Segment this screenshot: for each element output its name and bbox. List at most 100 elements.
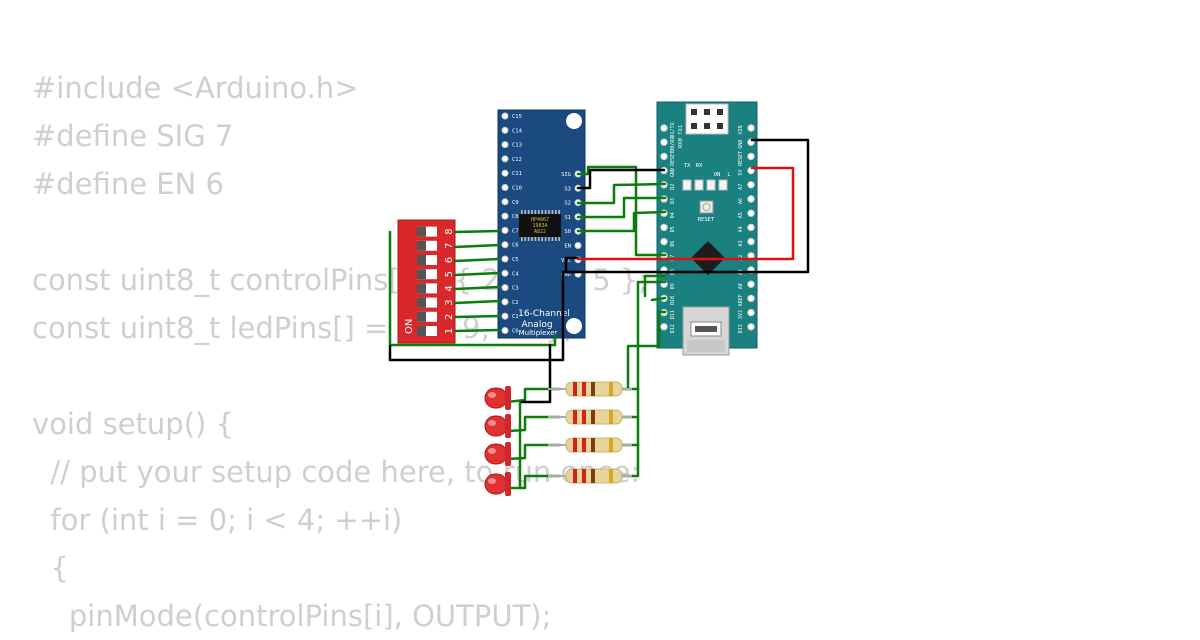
arduino-pin-label: D5 [670,226,676,232]
mux-pin[interactable] [501,226,509,234]
mux-pin-label: SIG [561,172,571,178]
code-line: // put your setup code here, to run once… [32,455,641,489]
arduino-pin-label: 3V3 [738,310,744,319]
mux-pin[interactable] [501,155,509,163]
status-led-label: L [727,172,731,178]
arduino-pin[interactable] [660,138,668,146]
arduino-pin[interactable] [747,308,755,317]
mux-pin[interactable] [501,112,509,120]
arduino-pin-label: A3 [738,241,744,247]
status-led-label: TX [684,163,691,169]
mux-pin-label: C10 [512,186,522,192]
code-line: #define EN 6 [32,167,224,201]
mux-pin[interactable] [501,255,509,263]
mux-pin-label: C1 [512,314,519,320]
mux-pin[interactable] [501,312,509,320]
mux-pin-label: C14 [512,128,523,134]
dip-toggle[interactable] [417,240,437,251]
led-red[interactable] [484,472,511,496]
arduino-pin-label: 5V [738,170,744,176]
mux-pin-label: C15 [512,114,522,120]
mux-title-line-1: 16-Channel [518,309,570,319]
arduino-pin[interactable] [747,152,755,161]
mux-pin-label: C13 [512,143,522,149]
mux-pin[interactable] [574,242,582,249]
arduino-pin[interactable] [747,124,755,132]
arduino-pin[interactable] [660,223,668,232]
arduino-top-label: RX0 TX1 [678,125,684,148]
dip-toggle[interactable] [417,226,437,237]
arduino-pin[interactable] [660,323,668,331]
resistor[interactable] [548,381,632,397]
usb-connector[interactable] [682,306,730,356]
arduino-pin-label: A5 [738,212,744,218]
mux-pin[interactable] [501,126,509,134]
arduino-pin-label: AREF [738,294,744,306]
mux-pin[interactable] [501,169,509,177]
mux-pin[interactable] [501,269,509,277]
mux-pin-label: C8 [512,214,519,220]
code-line: #include <Arduino.h> [32,71,359,105]
led-red[interactable] [484,414,511,438]
mux-pin-label: C3 [512,286,519,292]
arduino-pin[interactable] [660,237,668,246]
arduino-pin[interactable] [747,280,755,288]
mux-pin-label: C7 [512,228,519,234]
icsp-header [685,103,729,135]
mux-pin[interactable] [501,184,509,191]
resistor[interactable] [548,409,632,425]
mux-pin-label: EN [564,244,571,250]
mux-pin[interactable] [501,141,509,149]
resistor[interactable] [548,468,632,484]
dip-toggle[interactable] [417,326,437,336]
arduino-pin[interactable] [747,294,755,303]
dip-number: 5 [444,271,455,277]
mux-pin-label: S3 [564,186,571,192]
status-led-label: ON [714,172,721,178]
arduino-pin-label: A7 [738,184,744,190]
mux-pin[interactable] [501,327,509,334]
dip-toggle[interactable] [417,255,437,265]
mux-pin[interactable] [501,241,509,249]
arduino-pin[interactable] [660,152,668,161]
arduino-pin[interactable] [747,209,755,217]
arduino-pin[interactable] [747,195,755,203]
mux-ic-label-1: HP4067 [531,217,549,223]
mux-pin[interactable] [501,212,509,220]
dip-on-label: ON [404,319,415,334]
led-red[interactable] [484,386,511,410]
arduino-pin-label: A0 [738,283,744,289]
arduino-pin-label: D13 [738,324,744,333]
arduino-pin-label: D6 [670,241,676,247]
dip-number: 7 [444,243,455,249]
led-red[interactable] [484,442,511,466]
arduino-pin-label: RESET [738,151,744,166]
arduino-pin-label: GND [738,140,744,149]
dip-toggle[interactable] [417,297,437,308]
dip-toggle[interactable] [417,269,437,280]
code-line: { [32,551,69,585]
arduino-pin[interactable] [747,323,755,331]
arduino-pin-label: A4 [738,226,744,232]
arduino-pin[interactable] [747,237,755,246]
mux-pin-label: S1 [564,215,571,221]
multiplexer-board[interactable]: HP4067 1983A A822 16-Channel Analog Mult… [497,109,586,339]
mux-pin-label: GND [561,272,571,278]
resistor[interactable] [548,437,632,453]
dip-toggle[interactable] [417,311,437,322]
arduino-pin-label: VIN [738,125,744,134]
mux-pin[interactable] [501,298,509,306]
arduino-pin-label: D2 [670,184,676,190]
arduino-pin[interactable] [660,124,668,132]
dip-toggle[interactable] [417,283,437,294]
arduino-pin[interactable] [747,181,755,189]
arduino-pin[interactable] [747,223,755,232]
arduino-pin-label: D11 [670,310,676,319]
mux-pin[interactable] [501,198,509,206]
code-line: void setup() { [32,407,234,441]
mux-pin[interactable] [501,284,509,292]
dip-number: 6 [444,257,455,263]
